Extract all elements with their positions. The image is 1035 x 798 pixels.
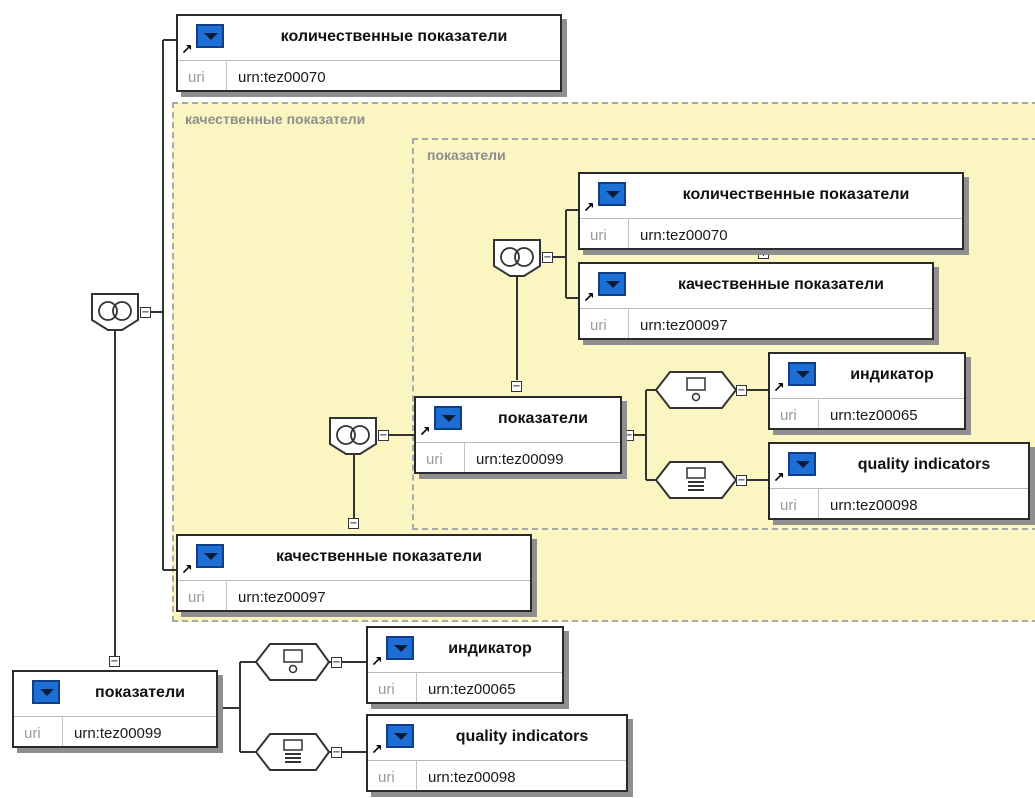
union-icon xyxy=(493,239,541,277)
node-title: количественные показатели xyxy=(280,28,508,45)
link-arrow-icon: ↗ xyxy=(181,561,193,577)
sequence-icon xyxy=(654,461,738,499)
union-icon xyxy=(329,417,377,455)
link-arrow-icon: ↗ xyxy=(419,423,431,439)
uri-label: uri xyxy=(188,69,205,86)
collapse-toggle[interactable]: − xyxy=(623,430,634,441)
element-node[interactable]: ↗ качественные показатели uri urn:tez00097 xyxy=(578,262,934,340)
uri-label: uri xyxy=(24,725,41,742)
blue-box-icon xyxy=(788,452,816,476)
blue-box-icon xyxy=(386,636,414,660)
outer-region-label: качественные показатели xyxy=(185,111,366,127)
uri-label: uri xyxy=(426,451,443,468)
collapse-toggle[interactable]: − xyxy=(736,475,747,486)
element-node[interactable]: ↗ качественные показатели uri urn:tez00097 xyxy=(176,534,532,612)
element-node[interactable]: ↗ quality indicators uri urn:tez00098 xyxy=(768,442,1030,520)
node-title: качественные показатели xyxy=(276,548,482,565)
uri-label: uri xyxy=(378,769,395,786)
uri-value: urn:tez00097 xyxy=(640,317,728,334)
choice-icon xyxy=(654,371,738,409)
link-arrow-icon: ↗ xyxy=(583,289,595,305)
node-title: количественные показатели xyxy=(682,186,910,203)
node-title: индикатор xyxy=(448,640,532,657)
choice-icon xyxy=(254,643,331,681)
uri-value: urn:tez00065 xyxy=(830,407,918,424)
collapse-toggle[interactable]: − xyxy=(331,657,342,668)
node-title: показатели xyxy=(498,410,588,427)
element-node[interactable]: ↗ показатели uri urn:tez00099 xyxy=(414,396,622,474)
uri-value: urn:tez00099 xyxy=(476,451,564,468)
uri-label: uri xyxy=(378,681,395,698)
node-title: quality indicators xyxy=(455,728,589,745)
link-arrow-icon: ↗ xyxy=(773,379,785,395)
link-arrow-icon: ↗ xyxy=(181,41,193,57)
uri-label: uri xyxy=(780,497,797,514)
uri-label: uri xyxy=(780,407,797,424)
collapse-toggle[interactable]: − xyxy=(511,381,522,392)
uri-value: urn:tez00098 xyxy=(428,769,516,786)
node-title: quality indicators xyxy=(857,456,991,473)
uri-value: urn:tez00070 xyxy=(640,227,728,244)
link-arrow-icon: ↗ xyxy=(371,741,383,757)
collapse-toggle[interactable]: − xyxy=(140,307,151,318)
inner-region-label: показатели xyxy=(427,147,506,163)
uri-value: urn:tez00098 xyxy=(830,497,918,514)
collapse-toggle[interactable]: − xyxy=(378,430,389,441)
link-arrow-icon: ↗ xyxy=(773,469,785,485)
collapse-toggle[interactable]: − xyxy=(542,252,553,263)
collapse-toggle[interactable]: − xyxy=(736,385,747,396)
element-node[interactable]: ↗ quality indicators uri urn:tez00098 xyxy=(366,714,628,792)
inner-region xyxy=(412,138,1035,530)
blue-box-icon xyxy=(196,544,224,568)
uri-value: urn:tez00097 xyxy=(238,589,326,606)
blue-box-icon xyxy=(196,24,224,48)
link-arrow-icon: ↗ xyxy=(371,653,383,669)
blue-box-icon xyxy=(32,680,60,704)
collapse-toggle[interactable]: − xyxy=(331,747,342,758)
node-title: показатели xyxy=(95,684,185,701)
collapse-toggle[interactable]: − xyxy=(109,656,120,667)
link-arrow-icon: ↗ xyxy=(583,199,595,215)
element-node[interactable]: ↗ индикатор uri urn:tez00065 xyxy=(366,626,564,704)
blue-box-icon xyxy=(598,182,626,206)
node-title: качественные показатели xyxy=(678,276,884,293)
uri-value: urn:tez00070 xyxy=(238,69,326,86)
element-node[interactable]: ↗ индикатор uri urn:tez00065 xyxy=(768,352,966,430)
sequence-icon xyxy=(254,733,331,771)
blue-box-icon xyxy=(598,272,626,296)
uri-value: urn:tez00099 xyxy=(74,725,162,742)
uri-label: uri xyxy=(590,317,607,334)
element-node[interactable]: показатели uri urn:tez00099 xyxy=(12,670,218,748)
node-title: индикатор xyxy=(850,366,934,383)
uri-label: uri xyxy=(590,227,607,244)
blue-box-icon xyxy=(434,406,462,430)
blue-box-icon xyxy=(788,362,816,386)
uri-label: uri xyxy=(188,589,205,606)
element-node[interactable]: ↗ количественные показатели uri urn:tez000… xyxy=(176,14,562,92)
element-node[interactable]: ↗ количественные показатели uri urn:tez000… xyxy=(578,172,964,250)
uri-value: urn:tez00065 xyxy=(428,681,516,698)
blue-box-icon xyxy=(386,724,414,748)
collapse-toggle[interactable]: − xyxy=(348,518,359,529)
union-icon xyxy=(91,293,139,331)
